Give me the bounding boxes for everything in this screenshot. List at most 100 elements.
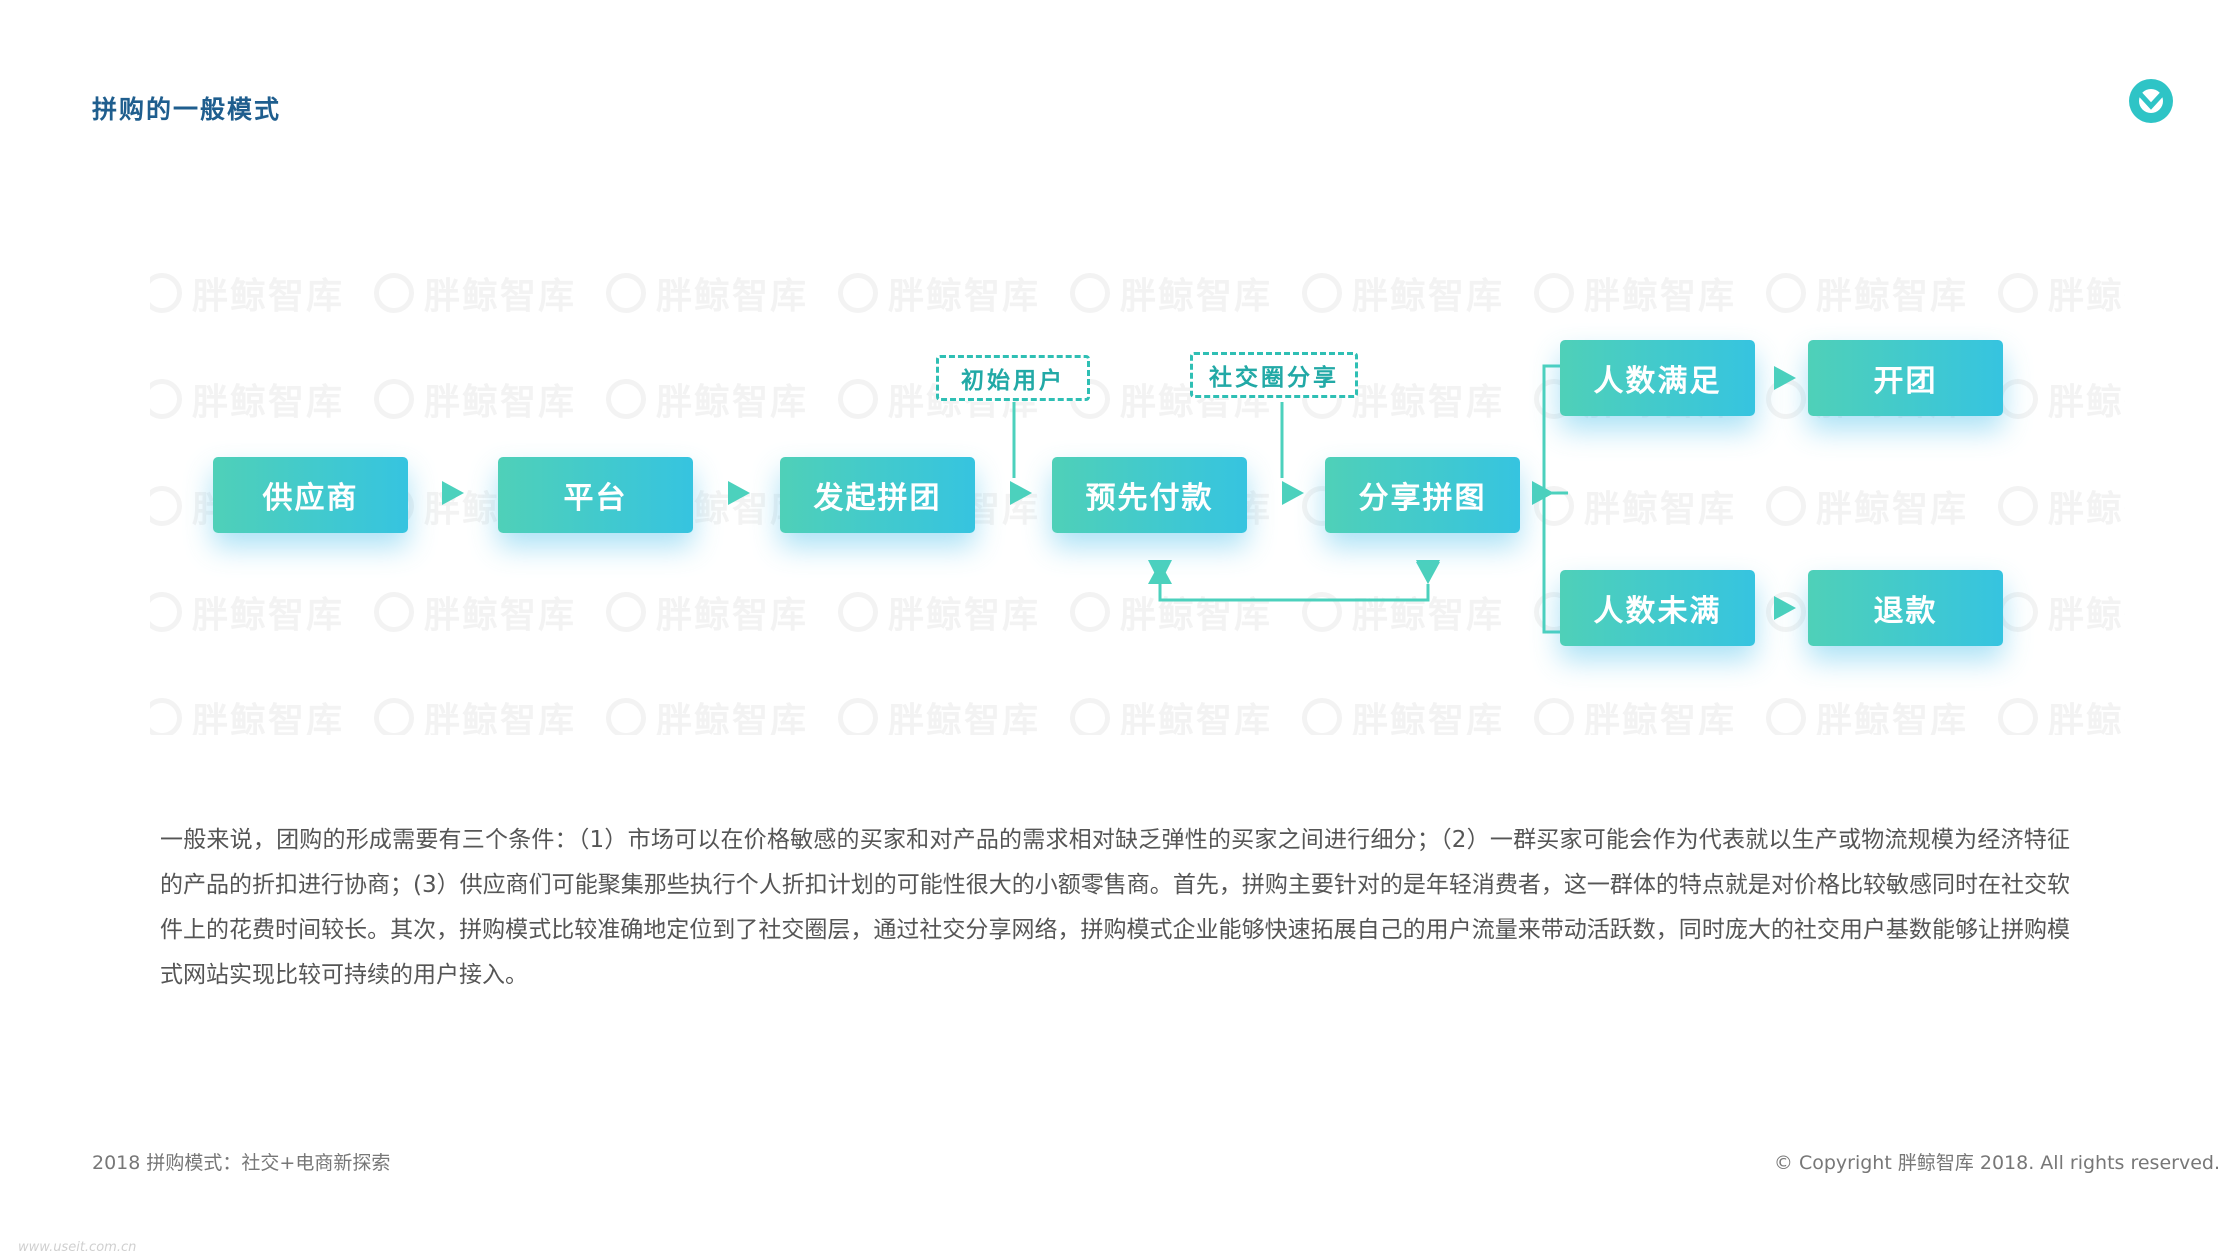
watermark-text: 胖鲸智库 <box>1584 701 1737 735</box>
watermark-text: 胖鲸智库 <box>1120 595 1273 636</box>
watermark-logo-icon <box>1766 486 1806 526</box>
watermark-text: 胖鲸智库 <box>1352 382 1505 423</box>
tag-initial-user: 初始用户 <box>936 355 1090 401</box>
watermark-item: 胖鲸智库 <box>1534 692 1736 735</box>
watermark-logo-icon <box>1998 698 2038 735</box>
watermark-logo-icon <box>1766 698 1806 735</box>
watermark-item: 胖鲸智库 <box>1766 692 1968 735</box>
arrow-supplier-platform <box>442 481 464 505</box>
watermark-logo-icon <box>1070 698 1110 735</box>
watermark-logo-icon <box>1302 698 1342 735</box>
watermark-item: 胖鲸智库 <box>606 267 808 319</box>
footer-copyright: © Copyright 胖鲸智库 2018. All rights reserv… <box>1773 1152 2220 1174</box>
watermark-text: 胖鲸智库 <box>1120 276 1273 317</box>
page-title: 拼购的一般模式 <box>92 95 282 124</box>
watermark-item: 胖鲸智库 <box>374 267 576 319</box>
watermark-logo-icon <box>150 486 182 526</box>
watermark-text: 胖鲸智库 <box>2048 701 2125 735</box>
watermark-item: 胖鲸智库 <box>838 692 1040 735</box>
watermark-item: 胖鲸智库 <box>1070 267 1272 319</box>
watermark-item: 胖鲸智库 <box>1998 373 2125 425</box>
node-platform: 平台 <box>498 457 693 533</box>
watermark-logo-icon <box>838 698 878 735</box>
watermark-item: 胖鲸智库 <box>374 586 576 638</box>
watermark-text: 胖鲸智库 <box>424 701 577 735</box>
description-paragraph: 一般来说，团购的形成需要有三个条件：（1）市场可以在价格敏感的买家和对产品的需求… <box>160 827 2070 988</box>
arrow-notenough-refund <box>1774 596 1796 620</box>
line-branch <box>1542 364 1568 634</box>
watermark-item: 胖鲸智库 <box>838 267 1040 319</box>
watermark-item: 胖鲸智库 <box>1998 692 2125 735</box>
watermark-logo-icon <box>1302 592 1342 632</box>
watermark-logo-icon <box>606 379 646 419</box>
watermark-logo-icon <box>1534 698 1574 735</box>
watermark-item: 胖鲸智库 <box>1302 586 1504 638</box>
watermark-text: 胖鲸智库 <box>1120 701 1273 735</box>
watermark-item: 胖鲸智库 <box>1302 267 1504 319</box>
watermark-logo-icon <box>606 273 646 313</box>
node-supplier: 供应商 <box>213 457 408 533</box>
watermark-logo-icon <box>606 698 646 735</box>
node-launch-group: 发起拼团 <box>780 457 975 533</box>
watermark-logo-icon <box>1302 273 1342 313</box>
watermark-item: 胖鲸智库 <box>1766 480 1968 532</box>
watermark-text: 胖鲸智库 <box>1352 595 1505 636</box>
watermark-item: 胖鲸智库 <box>374 692 576 735</box>
watermark-logo-icon <box>374 592 414 632</box>
watermark-text: 胖鲸智库 <box>192 701 345 735</box>
node-share-group: 分享拼图 <box>1325 457 1520 533</box>
watermark-item: 胖鲸智库 <box>1998 480 2125 532</box>
line-feedback-loop <box>1158 584 1430 602</box>
watermark-item: 胖鲸智库 <box>150 267 344 319</box>
footer-report-title: 2018 拼购模式：社交+电商新探索 <box>92 1152 391 1174</box>
watermark-text: 胖鲸智库 <box>192 595 345 636</box>
watermark-item: 胖鲸智库 <box>150 586 344 638</box>
watermark-item: 胖鲸智库 <box>1534 267 1736 319</box>
watermark-item: 胖鲸智库 <box>1998 586 2125 638</box>
watermark-text: 胖鲸智库 <box>656 595 809 636</box>
watermark-text: 胖鲸智库 <box>656 382 809 423</box>
node-open-group: 开团 <box>1808 340 2003 416</box>
arrow-launch-prepay <box>1010 481 1032 505</box>
whale-logo-icon <box>2129 79 2173 123</box>
watermark-text: 胖鲸智库 <box>888 701 1041 735</box>
watermark-item: 胖鲸智库 <box>374 373 576 425</box>
watermark-item: 胖鲸智库 <box>606 373 808 425</box>
watermark-logo-icon <box>150 273 182 313</box>
watermark-text: 胖鲸智库 <box>1816 489 1969 530</box>
watermark-item: 胖鲸智库 <box>606 692 808 735</box>
node-refund: 退款 <box>1808 570 2003 646</box>
watermark-logo-icon <box>150 379 182 419</box>
watermark-logo-icon <box>1070 592 1110 632</box>
watermark-logo-icon <box>374 379 414 419</box>
watermark-text: 胖鲸智库 <box>1816 701 1969 735</box>
watermark-text: 胖鲸智库 <box>1816 276 1969 317</box>
watermark-item: 胖鲸智库 <box>1070 692 1272 735</box>
watermark-logo-icon <box>1998 273 2038 313</box>
watermark-logo-icon <box>150 592 182 632</box>
arrow-loop-down-head <box>1416 562 1440 584</box>
watermark-text: 胖鲸智库 <box>192 276 345 317</box>
watermark-text: 胖鲸智库 <box>2048 382 2125 423</box>
watermark-text: 胖鲸智库 <box>424 382 577 423</box>
watermark-text: 胖鲸智库 <box>1352 276 1505 317</box>
node-not-enough: 人数未满 <box>1560 570 1755 646</box>
watermark-item: 胖鲸智库 <box>1302 692 1504 735</box>
watermark-logo-icon <box>838 592 878 632</box>
arrow-platform-launch <box>728 481 750 505</box>
watermark-text: 胖鲸智库 <box>424 595 577 636</box>
watermark-text: 胖鲸智库 <box>2048 276 2125 317</box>
watermark-text: 胖鲸智库 <box>2048 595 2125 636</box>
watermark-logo-icon <box>374 698 414 735</box>
watermark-text: 胖鲸智库 <box>2048 489 2125 530</box>
watermark-text: 胖鲸智库 <box>1584 276 1737 317</box>
watermark-text: 胖鲸智库 <box>1352 701 1505 735</box>
watermark-item: 胖鲸智库 <box>1534 480 1736 532</box>
arrow-loop-up-head <box>1148 562 1172 584</box>
watermark-item: 胖鲸智库 <box>1302 373 1504 425</box>
watermark-logo-icon <box>1534 273 1574 313</box>
watermark-item: 胖鲸智库 <box>838 586 1040 638</box>
watermark-logo-icon <box>150 698 182 735</box>
node-prepay: 预先付款 <box>1052 457 1247 533</box>
